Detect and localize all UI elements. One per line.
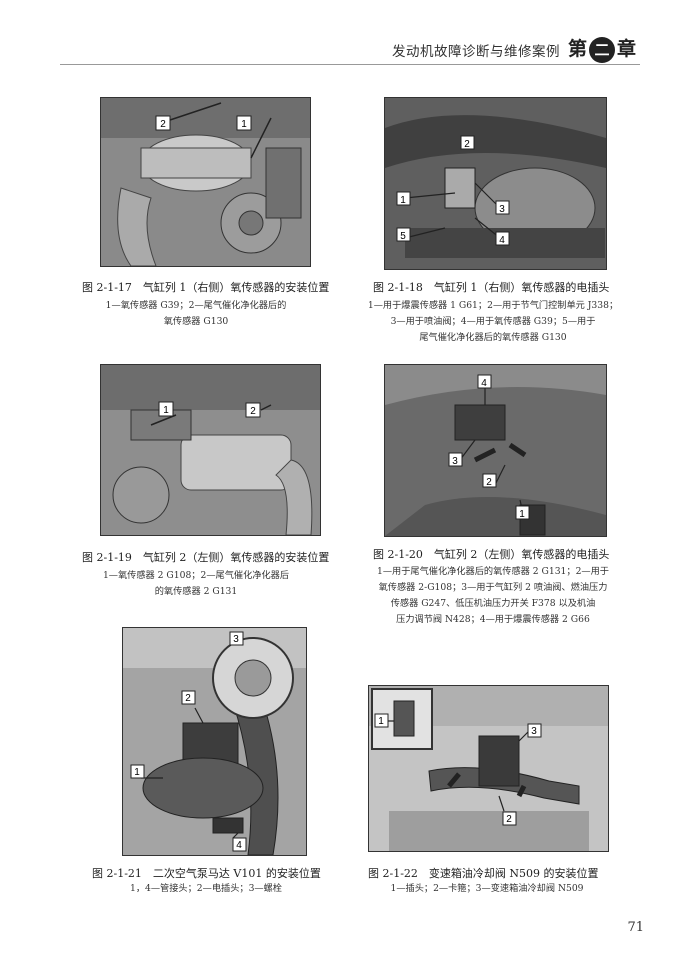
figure-2-1-22-image: 1 3 2: [368, 685, 609, 852]
legend-line: 1—插头；2—卡箍；3—变速箱油冷却阀 N509: [390, 883, 584, 894]
callout-3: 3: [452, 456, 458, 467]
legend-line: 传感器 G247、低压机油压力开关 F378 以及机油: [390, 598, 596, 609]
figure-2-1-17-image: 2 1: [100, 97, 311, 267]
legend-line: 3—用于喷油阀；4—用于氧传感器 G39；5—用于: [390, 316, 596, 327]
book-title: 发动机故障诊断与维修案例: [392, 44, 560, 60]
legend-line: 1，4—管接头；2—电插头；3—螺栓: [129, 883, 282, 894]
callout-3: 3: [233, 634, 239, 645]
figure-2-1-18-legend: 1—用于爆震传感器 1 G61；2—用于节气门控制单元 J338； 3—用于喷油…: [357, 298, 629, 346]
chapter-number: 二: [589, 36, 616, 63]
callout-4: 4: [236, 840, 242, 851]
callout-4: 4: [499, 235, 505, 246]
figure-2-1-19-title: 图 2-1-19 气缸列 2（左侧）氧传感器的安装位置: [82, 551, 330, 564]
figure-2-1-20-title: 图 2-1-20 气缸列 2（左侧）氧传感器的电插头: [373, 548, 610, 561]
legend-line: 1—氧传感器 2 G108；2—尾气催化净化器后: [102, 570, 290, 581]
figure-2-1-18-image: 2 1 3 5 4: [384, 97, 607, 270]
legend-line: 1—用于尾气催化净化器后的氧传感器 2 G131；2—用于: [376, 566, 609, 577]
chapter-marker: 第二章: [568, 34, 636, 63]
legend-line: 1—氧传感器 G39；2—尾气催化净化器后的: [105, 300, 287, 311]
callout-2: 2: [250, 406, 256, 417]
callout-2: 2: [486, 477, 492, 488]
legend-line: 的氧传感器 2 G131: [154, 586, 238, 597]
legend-line: 氧传感器 G130: [163, 316, 229, 327]
callout-2: 2: [160, 119, 166, 130]
callout-4: 4: [481, 378, 487, 389]
legend-line: 尾气催化净化器后的氧传感器 G130: [419, 332, 567, 343]
figure-2-1-22-legend: 1—插头；2—卡箍；3—变速箱油冷却阀 N509: [360, 881, 614, 897]
callout-2: 2: [185, 693, 191, 704]
figure-2-1-18-title: 图 2-1-18 气缸列 1（右侧）氧传感器的电插头: [373, 281, 610, 294]
legend-line: 氧传感器 2-G108；3—用于气缸列 2 喷油阀、燃油压力: [378, 582, 608, 593]
figure-2-1-17-legend: 1—氧传感器 G39；2—尾气催化净化器后的 氧传感器 G130: [92, 298, 300, 330]
figure-2-1-19-image: 1 2: [100, 364, 321, 536]
header-rule: [60, 64, 640, 65]
engine-illustration: 1 2: [101, 365, 320, 535]
callout-1: 1: [241, 119, 247, 130]
valve-illustration: 1 3 2: [369, 686, 608, 851]
legend-line: 1—用于爆震传感器 1 G61；2—用于节气门控制单元 J338；: [367, 300, 619, 311]
callout-3: 3: [531, 726, 537, 737]
chapter-suffix: 章: [617, 38, 637, 60]
callout-1: 1: [134, 767, 140, 778]
callout-2: 2: [506, 814, 512, 825]
legend-line: 压力调节阀 N428；4—用于爆震传感器 2 G66: [396, 614, 590, 625]
callout-2: 2: [464, 139, 470, 150]
figure-2-1-20-image: 4 3 2 1: [384, 364, 607, 537]
figure-2-1-22-title: 图 2-1-22 变速箱油冷却阀 N509 的安装位置: [368, 867, 599, 880]
callout-5: 5: [400, 231, 406, 242]
page-header: 发动机故障诊断与维修案例 第二章: [0, 0, 700, 65]
figure-2-1-21-image: 3 2 1 4: [122, 627, 307, 856]
chapter-prefix: 第: [568, 38, 588, 60]
callout-1: 1: [400, 195, 406, 206]
figure-2-1-21-legend: 1，4—管接头；2—电插头；3—螺栓: [100, 881, 312, 897]
figure-2-1-19-legend: 1—氧传感器 2 G108；2—尾气催化净化器后 的氧传感器 2 G131: [92, 568, 300, 600]
pump-illustration: 3 2 1 4: [123, 628, 306, 855]
callout-1: 1: [163, 405, 169, 416]
callout-1: 1: [519, 509, 525, 520]
connector-illustration: 4 3 2 1: [385, 365, 606, 536]
callout-3: 3: [499, 204, 505, 215]
figure-2-1-17-title: 图 2-1-17 气缸列 1（右侧）氧传感器的安装位置: [82, 281, 330, 294]
figure-2-1-21-title: 图 2-1-21 二次空气泵马达 V101 的安装位置: [92, 867, 321, 880]
connector-illustration: 2 1 3 5 4: [385, 98, 606, 269]
engine-illustration: 2 1: [101, 98, 310, 266]
callout-1: 1: [378, 716, 384, 727]
figure-2-1-20-legend: 1—用于尾气催化净化器后的氧传感器 2 G131；2—用于 氧传感器 2-G10…: [357, 564, 629, 628]
page-number: 71: [627, 920, 644, 935]
